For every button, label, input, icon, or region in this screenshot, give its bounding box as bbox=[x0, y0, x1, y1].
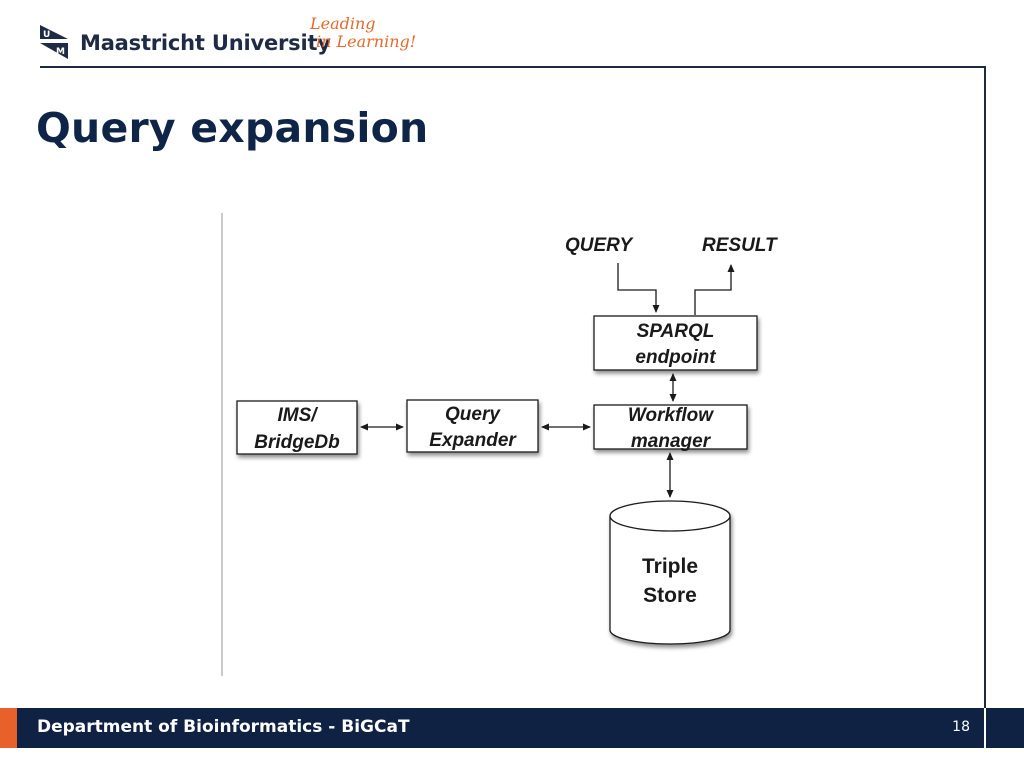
header-divider bbox=[40, 66, 986, 68]
workflow-manager-label-2: manager bbox=[631, 431, 712, 452]
university-logo: U M Maastricht University bbox=[38, 16, 331, 66]
query-label: QUERY bbox=[565, 235, 635, 256]
workflow-manager-label-1: Workflow bbox=[628, 405, 714, 426]
department-name: Department of Bioinformatics - BiGCaT bbox=[37, 717, 410, 737]
query-expander-label-2: Expander bbox=[429, 430, 517, 451]
university-tagline: Leading in Learning! bbox=[308, 12, 416, 56]
ims-bridgedb-label-2: BridgeDb bbox=[254, 432, 340, 453]
triple-store-label-2: Store bbox=[643, 584, 697, 607]
footer-separator bbox=[984, 708, 986, 748]
sparql-endpoint-label-1: SPARQL bbox=[637, 321, 715, 342]
workflow-manager-node: Workflow manager bbox=[593, 404, 748, 452]
tagline-line-2: in Learning! bbox=[316, 32, 417, 51]
ims-bridgedb-label-1: IMS/ bbox=[277, 405, 318, 426]
query-expander-node: Query Expander bbox=[406, 399, 539, 453]
svg-text:U: U bbox=[43, 30, 50, 40]
university-name: Maastricht University bbox=[80, 31, 331, 55]
query-expander-label-1: Query bbox=[445, 404, 501, 425]
footer-bar: Department of Bioinformatics - BiGCaT 18 bbox=[0, 708, 1024, 748]
slide-title: Query expansion bbox=[36, 104, 429, 152]
right-border bbox=[984, 66, 986, 748]
query-arrow bbox=[617, 263, 660, 313]
svg-text:M: M bbox=[56, 47, 65, 57]
ims-bridgedb-node: IMS/ BridgeDb bbox=[236, 400, 358, 455]
triple-store-node bbox=[609, 500, 731, 645]
page-number: 18 bbox=[952, 719, 970, 735]
result-arrow bbox=[694, 264, 735, 315]
um-logo-mark-icon: U M bbox=[40, 25, 68, 59]
sparql-endpoint-label-2: endpoint bbox=[635, 347, 716, 368]
footer-accent bbox=[0, 708, 17, 748]
sparql-endpoint-node: SPARQL endpoint bbox=[593, 315, 758, 371]
triple-store-label-1: Triple bbox=[642, 555, 698, 578]
result-label: RESULT bbox=[702, 235, 778, 256]
tagline-line-1: Leading bbox=[310, 14, 376, 33]
